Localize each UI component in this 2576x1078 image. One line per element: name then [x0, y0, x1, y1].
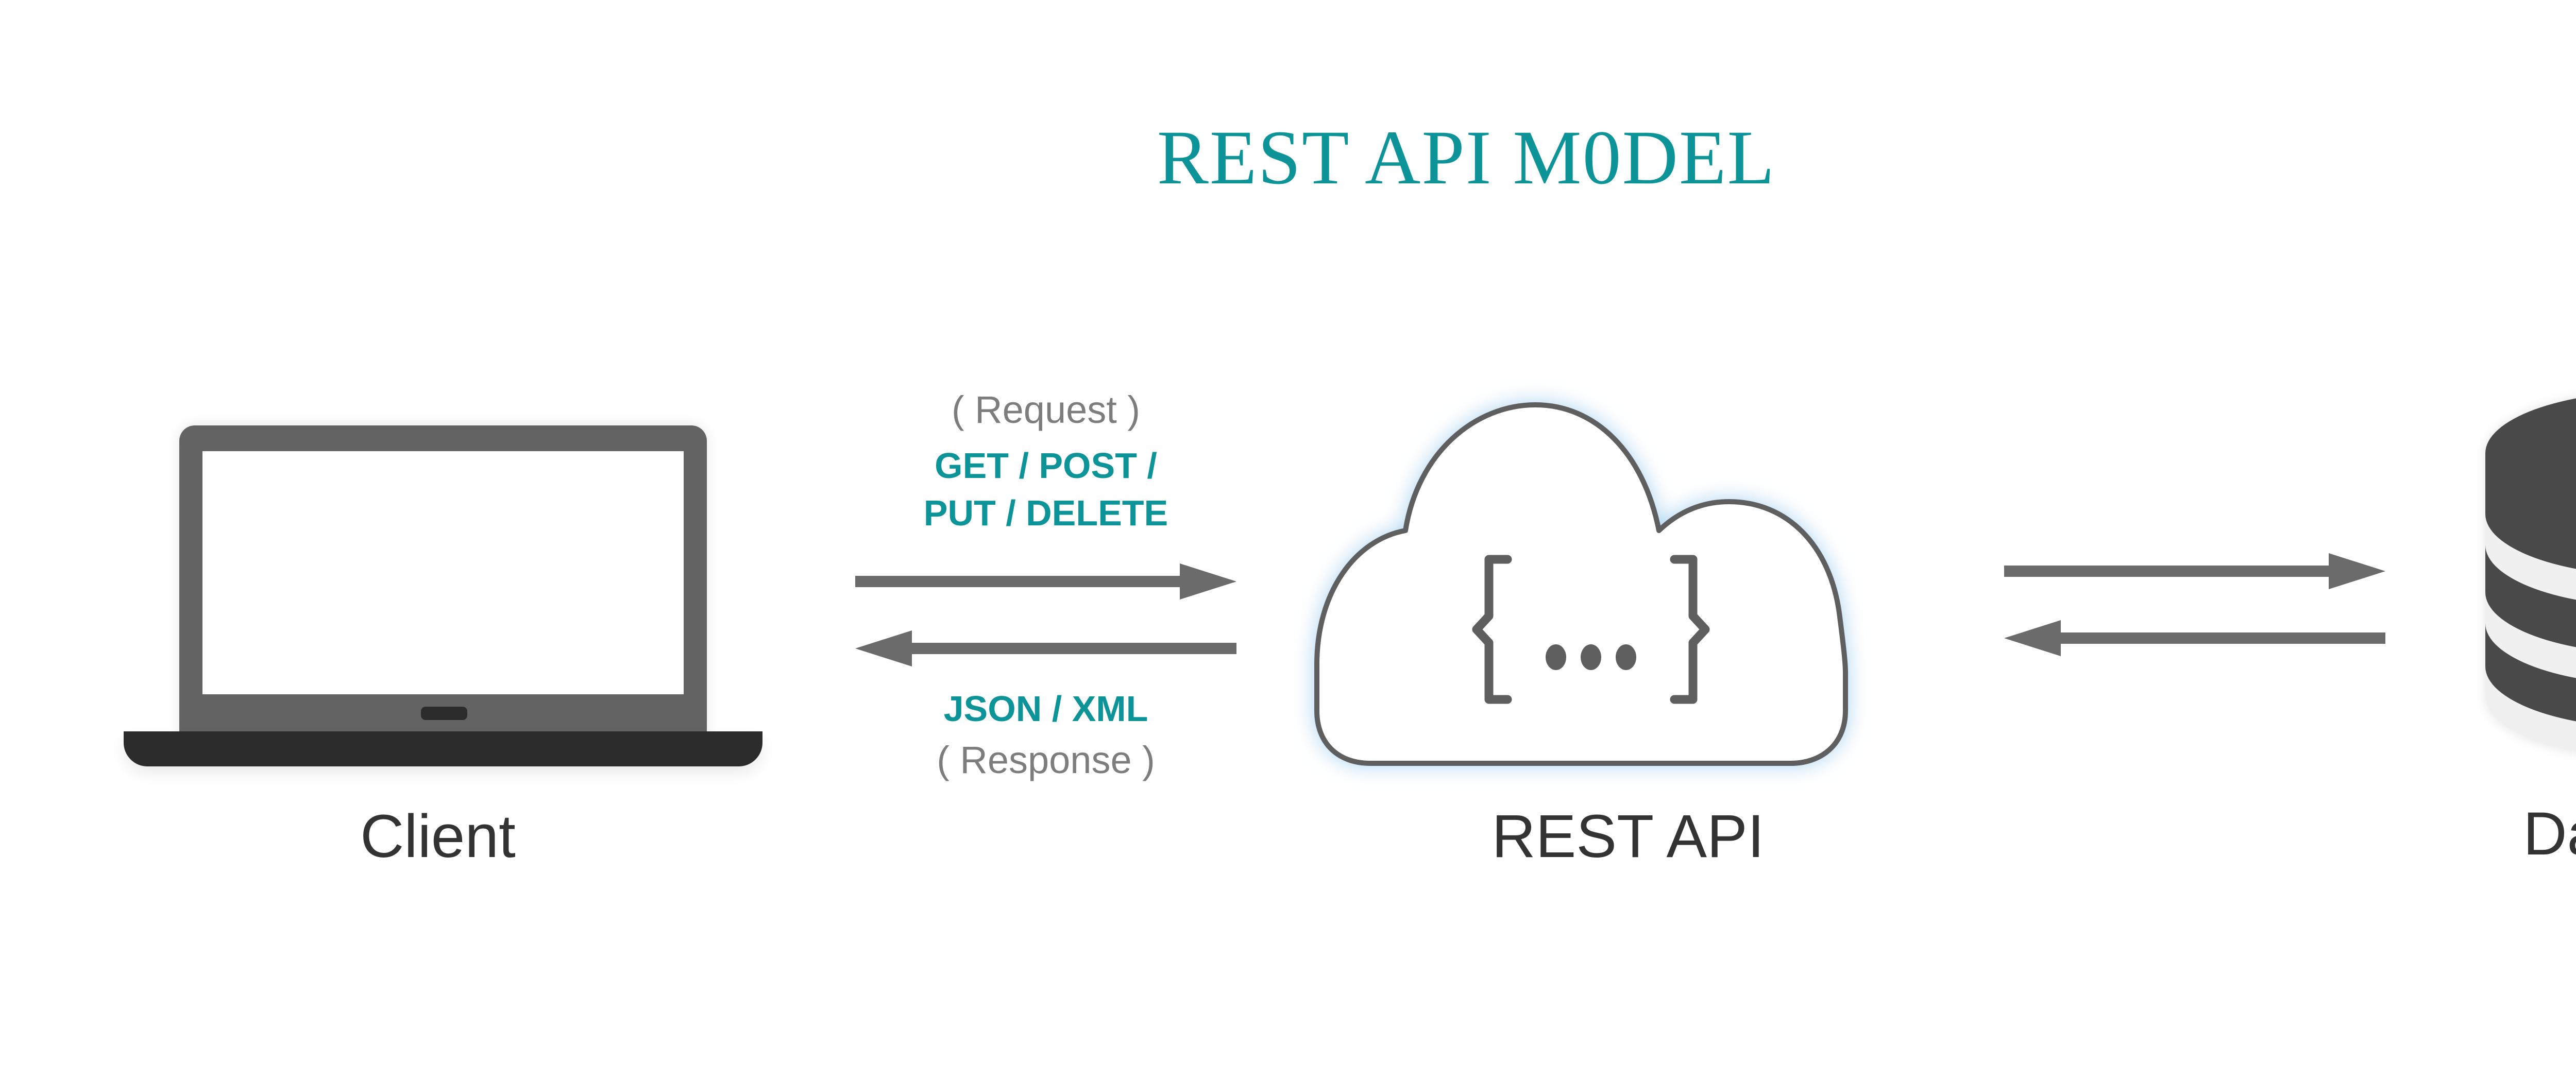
request-methods-line-1: GET / POST / — [935, 446, 1157, 486]
rest-api-node[interactable] — [1267, 376, 1989, 881]
laptop-trackpad-notch — [421, 707, 467, 720]
response-paren-label: ( Response ) — [937, 739, 1155, 781]
api-to-database-arrow-icon — [2004, 553, 2385, 589]
request-methods-line-2: PUT / DELETE — [923, 493, 1168, 534]
client-api-arrows — [855, 561, 1236, 675]
api-database-arrows — [2004, 551, 2385, 664]
client-node[interactable] — [93, 402, 783, 876]
database-cylinder-icon — [2485, 398, 2576, 752]
cloud-shape — [1314, 402, 1848, 766]
database-band-3 — [2485, 666, 2576, 752]
ellipsis-dots-icon — [1546, 644, 1636, 670]
response-arrow-icon — [855, 630, 1236, 666]
curly-braces-icon — [1472, 555, 1710, 704]
database-label: Database — [2523, 800, 2576, 868]
client-label: Client — [360, 802, 516, 870]
rest-api-label: REST API — [1492, 802, 1765, 870]
database-top-cap — [2485, 398, 2576, 508]
request-paren-label: ( Request ) — [951, 388, 1141, 431]
request-methods-label: GET / POST / PUT / DELETE — [824, 442, 1267, 537]
laptop-screen — [202, 451, 684, 694]
laptop-base — [124, 731, 762, 766]
request-arrow-icon — [855, 563, 1236, 600]
cloud-icon — [1314, 402, 1848, 766]
database-node[interactable] — [2463, 381, 2576, 876]
database-band-2 — [2485, 592, 2576, 678]
database-to-api-arrow-icon — [2004, 620, 2385, 656]
page-title: REST API M0DEL — [1157, 115, 1776, 200]
laptop-icon — [93, 402, 783, 773]
database-band-1 — [2485, 514, 2576, 600]
response-format-label: JSON / XML — [943, 689, 1148, 729]
